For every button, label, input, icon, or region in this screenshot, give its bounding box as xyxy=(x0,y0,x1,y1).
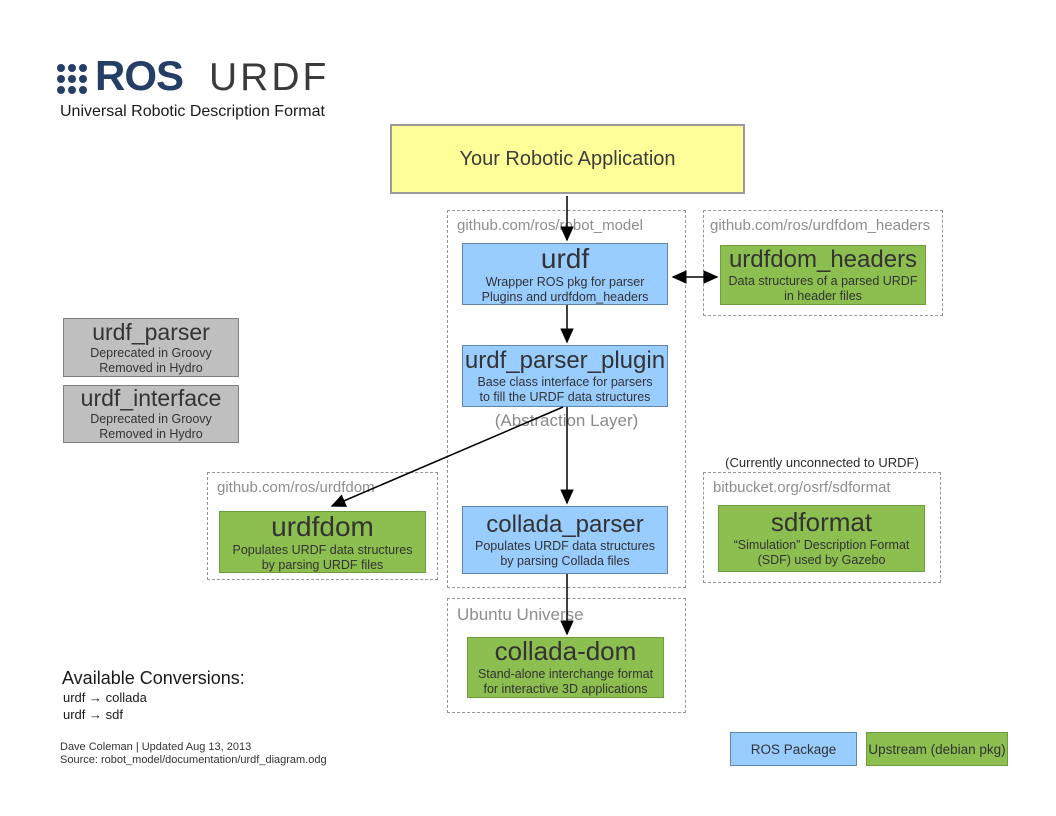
container-robot-model-label: github.com/ros/robot_model xyxy=(457,217,643,234)
sdformat-unconnected-note: (Currently unconnected to URDF) xyxy=(725,455,919,470)
source-text: Source: robot_model/documentation/urdf_d… xyxy=(60,754,327,766)
node-collada-parser-title: collada_parser xyxy=(486,510,644,538)
node-urdf-interface-desc: Deprecated in Groovy Removed in Hydro xyxy=(90,412,212,442)
node-urdfdom-headers-desc: Data structures of a parsed URDF in head… xyxy=(729,274,918,304)
node-urdf-interface-title: urdf_interface xyxy=(80,385,222,412)
node-collada-dom-desc: Stand-alone interchange format for inter… xyxy=(478,667,653,697)
node-urdf-title: urdf xyxy=(540,242,590,274)
node-sdformat: sdformat “Simulation” Description Format… xyxy=(718,505,925,572)
legend-ros-package: ROS Package xyxy=(730,732,857,766)
conversion-item: urdf → collada xyxy=(63,690,147,705)
desc-line: Wrapper ROS pkg for parser xyxy=(485,274,645,289)
desc-line: Stand-alone interchange format xyxy=(477,667,654,682)
node-sdformat-desc: “Simulation” Description Format (SDF) us… xyxy=(734,538,910,568)
node-urdfdom-desc: Populates URDF data structures by parsin… xyxy=(233,543,413,573)
node-urdf-parser-plugin: urdf_parser_plugin Base class interface … xyxy=(462,345,668,407)
desc-line: Base class interface for parsers xyxy=(477,374,653,389)
node-collada-dom-title: collada-dom xyxy=(494,636,637,667)
desc-line: to fill the URDF data structures xyxy=(479,389,651,404)
available-conversions-title: Available Conversions: xyxy=(62,668,245,688)
desc-line: Data structures of a parsed URDF xyxy=(728,273,918,288)
container-ubuntu-universe-label: Ubuntu Universe xyxy=(457,605,584,624)
container-urdfdom-label: github.com/ros/urdfdom xyxy=(217,479,375,496)
desc-line: Plugins and urdfdom_headers xyxy=(481,289,649,304)
node-urdf: urdf Wrapper ROS pkg for parser Plugins … xyxy=(462,243,668,305)
container-sdformat-label: bitbucket.org/osrf/sdformat xyxy=(713,479,891,496)
node-urdfdom: urdfdom Populates URDF data structures b… xyxy=(219,511,426,573)
node-urdf-parser-desc: Deprecated in Groovy Removed in Hydro xyxy=(90,346,212,376)
node-collada-parser: collada_parser Populates URDF data struc… xyxy=(462,506,668,574)
ros-dots-icon xyxy=(57,64,87,94)
node-your-robotic-application: Your Robotic Application xyxy=(390,124,745,194)
node-urdfdom-headers-title: urdfdom_headers xyxy=(728,245,918,273)
credit-text: Dave Coleman | Updated Aug 13, 2013 xyxy=(60,741,252,753)
desc-line: Removed in Hydro xyxy=(99,360,203,375)
desc-line: Populates URDF data structures xyxy=(232,542,413,557)
desc-line: (SDF) used by Gazebo xyxy=(757,553,886,568)
desc-line: Populates URDF data structures xyxy=(475,538,655,553)
node-urdf-parser: urdf_parser Deprecated in Groovy Removed… xyxy=(63,318,239,377)
node-collada-dom: collada-dom Stand-alone interchange form… xyxy=(467,637,664,698)
node-urdf-parser-plugin-desc: Base class interface for parsers to fill… xyxy=(477,375,652,405)
abstraction-layer-note: (Abstraction Layer) xyxy=(494,411,639,430)
container-sdformat: bitbucket.org/osrf/sdformat xyxy=(703,472,941,583)
desc-line: by parsing URDF files xyxy=(261,557,384,572)
desc-line: Deprecated in Groovy xyxy=(90,412,212,427)
node-urdf-desc: Wrapper ROS pkg for parser Plugins and u… xyxy=(482,275,649,305)
node-collada-parser-desc: Populates URDF data structures by parsin… xyxy=(475,539,655,569)
page-title: URDF xyxy=(209,56,330,99)
header-logo-row: ROS URDF xyxy=(57,52,329,100)
legend-upstream-debian: Upstream (debian pkg) xyxy=(866,732,1008,766)
container-urdfdom-headers: github.com/ros/urdfdom_headers xyxy=(703,210,943,316)
node-urdf-parser-plugin-title: urdf_parser_plugin xyxy=(464,346,666,374)
desc-line: for interactive 3D applications xyxy=(483,682,648,697)
node-sdformat-title: sdformat xyxy=(770,507,873,538)
desc-line: “Simulation” Description Format xyxy=(733,538,910,553)
node-urdfdom-headers: urdfdom_headers Data structures of a par… xyxy=(720,245,926,305)
desc-line: by parsing Collada files xyxy=(500,553,630,568)
node-urdf-parser-title: urdf_parser xyxy=(92,318,210,345)
node-urdfdom-title: urdfdom xyxy=(271,510,374,542)
desc-line: Removed in Hydro xyxy=(99,427,203,442)
desc-line: in header files xyxy=(784,288,862,303)
desc-line: Deprecated in Groovy xyxy=(90,345,212,360)
conversion-item: urdf → sdf xyxy=(63,707,123,722)
ros-logo-text: ROS xyxy=(95,52,184,99)
node-urdf-interface: urdf_interface Deprecated in Groovy Remo… xyxy=(63,385,239,443)
page-subtitle: Universal Robotic Description Format xyxy=(60,103,325,120)
container-urdfdom-headers-label: github.com/ros/urdfdom_headers xyxy=(710,217,931,234)
